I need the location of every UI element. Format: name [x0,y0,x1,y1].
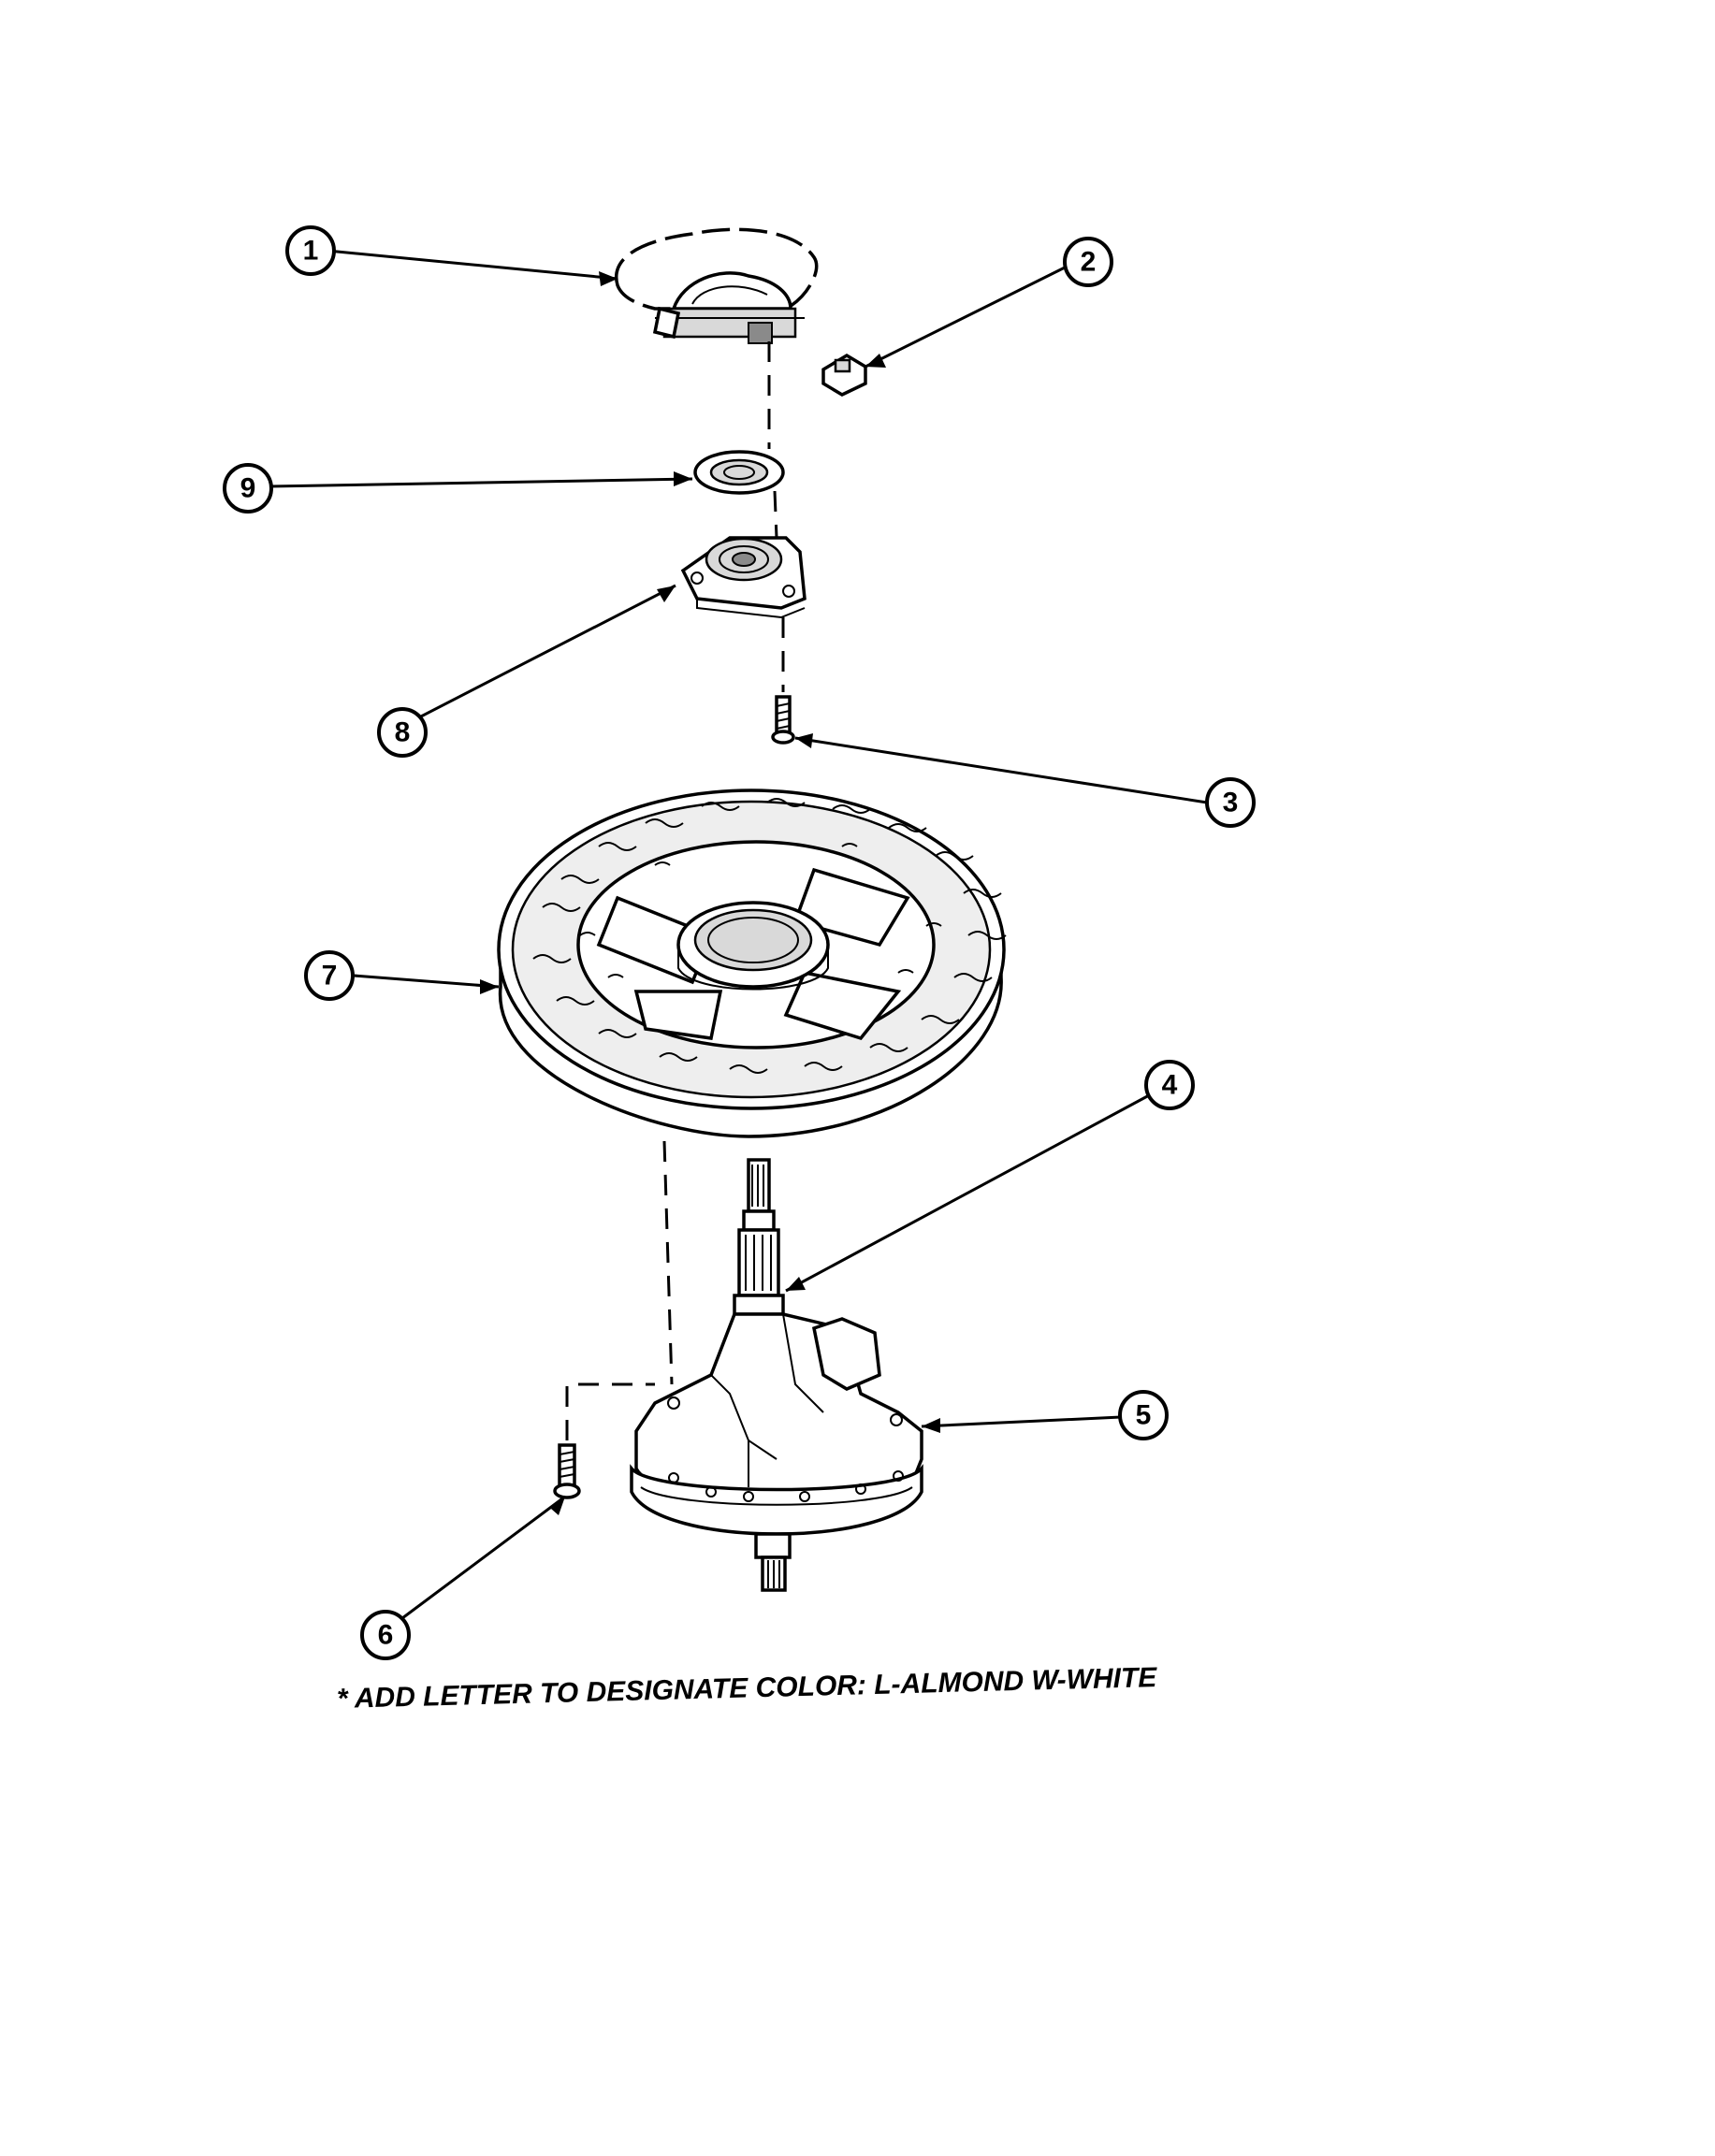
callout-7: 7 [304,950,355,1001]
callout-number: 2 [1081,247,1097,278]
part-shield [614,227,819,344]
part-clip-nut [821,353,867,397]
callout-number: 4 [1162,1070,1178,1101]
callout-number: 5 [1136,1400,1152,1431]
callout-number: 7 [322,961,338,991]
callout-4: 4 [1144,1060,1195,1110]
leader-lines [269,249,1208,1620]
callout-number: 6 [378,1620,394,1651]
part-seal [693,450,785,495]
callout-3: 3 [1205,777,1256,828]
part-pulley [497,789,1007,1138]
callout-number: 9 [240,473,256,504]
part-screw [771,695,795,745]
part-bearing-housing [680,536,807,619]
callout-number: 1 [303,236,319,267]
callout-2: 2 [1063,237,1113,287]
callout-number: 8 [395,717,411,748]
part-bolt [553,1443,581,1499]
callout-1: 1 [285,225,336,276]
assembly-dashed-lines [565,341,785,1440]
callout-9: 9 [223,463,273,514]
part-transmission [630,1158,923,1592]
callout-5: 5 [1118,1390,1169,1440]
callout-8: 8 [377,707,428,758]
callout-number: 3 [1223,788,1239,818]
callout-6: 6 [360,1610,411,1660]
